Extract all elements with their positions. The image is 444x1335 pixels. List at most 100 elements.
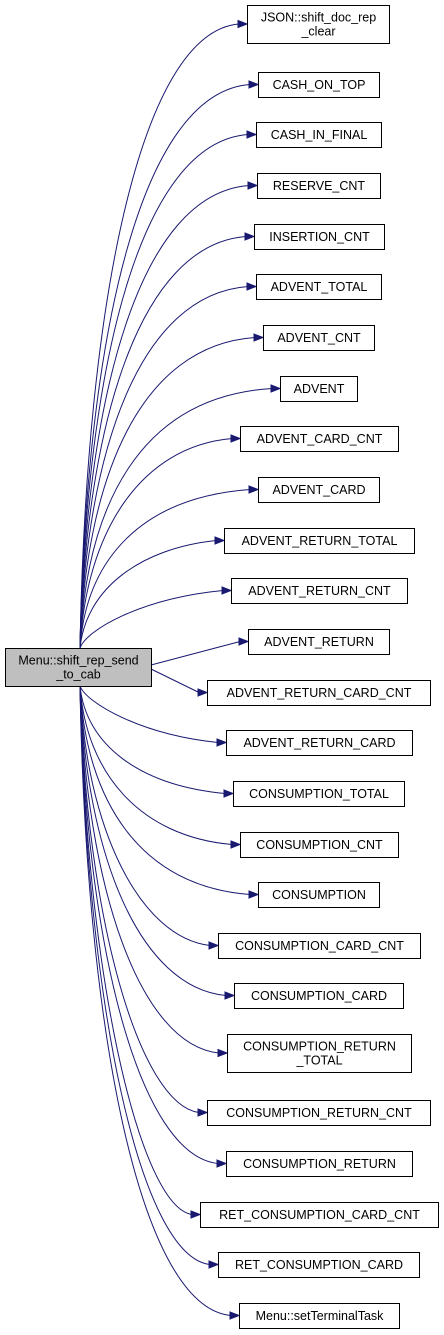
node-json-shift-doc-rep-clear-label: _clear — [300, 25, 335, 39]
edge-to-consumption-return — [79, 685, 219, 1164]
edge-to-consumption-cnt — [79, 685, 233, 845]
node-json-shift-doc-rep-clear-label: JSON::shift_doc_rep — [261, 11, 376, 25]
node-consumption-total[interactable]: CONSUMPTION_TOTAL — [233, 781, 405, 807]
node-cash-in-final[interactable]: CASH_IN_FINAL — [256, 122, 382, 148]
arrowhead-advent-return-total — [214, 536, 226, 545]
arrowhead-advent-total — [246, 282, 258, 291]
node-advent-card-box — [258, 477, 380, 503]
node-cash-on-top-label: CASH_ON_TOP — [273, 78, 366, 92]
node-advent-card-cnt-box — [240, 426, 399, 452]
node-advent-return-card-cnt[interactable]: ADVENT_RETURN_CARD_CNT — [207, 680, 431, 706]
nodes-group: Menu::shift_rep_send_to_cab JSON::shift_d… — [5, 5, 439, 1329]
node-consumption-return-box — [226, 1151, 413, 1177]
edge-to-advent-return-total — [79, 540, 217, 649]
node-menu-setterminaltask[interactable]: Menu::setTerminalTask — [239, 1303, 400, 1329]
node-menu-setterminaltask-label: Menu::setTerminalTask — [256, 1309, 385, 1323]
edge-to-advent-total — [79, 286, 249, 649]
node-advent-total-label: ADVENT_TOTAL — [271, 280, 368, 294]
arrowhead-consumption — [248, 890, 260, 899]
edge-to-advent-cnt — [79, 337, 256, 649]
node-ret-consumption-card[interactable]: RET_CONSUMPTION_CARD — [218, 1252, 420, 1278]
arrowhead-advent-return-card — [216, 738, 228, 747]
node-advent-return[interactable]: ADVENT_RETURN — [248, 629, 390, 655]
node-advent-return-card-box — [226, 730, 413, 756]
node-advent-return-label: ADVENT_RETURN — [264, 635, 374, 649]
node-json-shift-doc-rep-clear[interactable]: JSON::shift_doc_rep_clear — [247, 5, 390, 44]
node-consumption-total-box — [233, 781, 405, 807]
node-reserve-cnt[interactable]: RESERVE_CNT — [257, 173, 381, 199]
node-consumption-return-cnt[interactable]: CONSUMPTION_RETURN_CNT — [207, 1100, 431, 1126]
node-menu-setterminaltask-box — [239, 1303, 400, 1329]
node-menu-shift-rep-send-to-cab-label: _to_cab — [55, 668, 101, 682]
edge-to-ret-consumption-card-cnt — [79, 685, 193, 1215]
node-consumption-cnt-label: CONSUMPTION_CNT — [256, 838, 383, 852]
edge-to-consumption-card-cnt — [79, 685, 211, 946]
arrowhead-cash-on-top — [248, 80, 260, 89]
node-ret-consumption-card-cnt[interactable]: RET_CONSUMPTION_CARD_CNT — [200, 1202, 439, 1228]
node-consumption-card-cnt-box — [218, 933, 421, 959]
edge-to-advent-card — [79, 489, 251, 649]
node-advent-card-label: ADVENT_CARD — [272, 483, 365, 497]
node-consumption-return[interactable]: CONSUMPTION_RETURN — [226, 1151, 413, 1177]
node-advent-return-cnt-box — [231, 578, 408, 604]
node-consumption[interactable]: CONSUMPTION — [258, 882, 380, 908]
node-advent-cnt[interactable]: ADVENT_CNT — [263, 325, 375, 351]
node-consumption-cnt[interactable]: CONSUMPTION_CNT — [240, 832, 399, 858]
edge-to-consumption-card — [79, 685, 227, 996]
node-menu-shift-rep-send-to-cab-box — [5, 648, 152, 687]
node-cash-on-top-box — [258, 72, 380, 98]
arrowhead-consumption-return-cnt — [197, 1108, 209, 1117]
edge-to-advent-return-cnt — [79, 590, 224, 649]
node-advent-return-box — [248, 629, 390, 655]
arrowhead-advent-return — [238, 637, 250, 646]
edge-to-advent-card-cnt — [79, 438, 233, 649]
edge-to-json-shift-doc-rep-clear — [79, 23, 240, 649]
node-advent-return-total-box — [224, 528, 415, 554]
edge-to-ret-consumption-card — [79, 685, 211, 1265]
node-cash-in-final-box — [256, 122, 382, 148]
node-ret-consumption-card-label: RET_CONSUMPTION_CARD — [235, 1258, 403, 1272]
node-insertion-cnt-box — [254, 224, 385, 250]
edges-group — [79, 19, 282, 1320]
node-advent-return-card-cnt-box — [207, 680, 431, 706]
edge-to-consumption-return-cnt — [79, 685, 200, 1113]
node-menu-shift-rep-send-to-cab[interactable]: Menu::shift_rep_send_to_cab — [5, 648, 152, 687]
node-consumption-return-total-box — [227, 1034, 412, 1073]
node-insertion-cnt[interactable]: INSERTION_CNT — [254, 224, 385, 250]
edge-to-advent-return-card — [79, 685, 219, 743]
edge-to-consumption-total — [79, 685, 226, 794]
node-cash-on-top[interactable]: CASH_ON_TOP — [258, 72, 380, 98]
node-consumption-card[interactable]: CONSUMPTION_CARD — [234, 983, 404, 1009]
node-consumption-card-cnt[interactable]: CONSUMPTION_CARD_CNT — [218, 933, 421, 959]
arrowhead-cash-in-final — [246, 130, 258, 139]
arrowhead-insertion-cnt — [244, 232, 256, 241]
arrowhead-advent-return-cnt — [221, 586, 233, 595]
arrowhead-consumption-total — [223, 789, 235, 798]
node-advent-total[interactable]: ADVENT_TOTAL — [256, 274, 382, 300]
node-advent-return-card-label: ADVENT_RETURN_CARD — [243, 736, 395, 750]
node-advent-return-cnt[interactable]: ADVENT_RETURN_CNT — [231, 578, 408, 604]
node-advent-return-card[interactable]: ADVENT_RETURN_CARD — [226, 730, 413, 756]
node-advent-return-total-label: ADVENT_RETURN_TOTAL — [242, 534, 398, 548]
node-advent-card[interactable]: ADVENT_CARD — [258, 477, 380, 503]
arrowhead-advent-return-card-cnt — [197, 688, 209, 697]
node-consumption-return-cnt-label: CONSUMPTION_RETURN_CNT — [226, 1106, 412, 1120]
node-reserve-cnt-label: RESERVE_CNT — [273, 179, 366, 193]
node-advent[interactable]: ADVENT — [280, 376, 358, 402]
arrowhead-json-shift-doc-rep-clear — [237, 19, 249, 29]
edge-to-advent — [79, 388, 273, 649]
arrowhead-consumption-card — [224, 991, 236, 1000]
node-consumption-card-label: CONSUMPTION_CARD — [251, 989, 387, 1003]
arrowhead-advent-cnt — [253, 333, 265, 342]
arrowhead-consumption-card-cnt — [208, 941, 220, 950]
node-consumption-return-total[interactable]: CONSUMPTION_RETURN_TOTAL — [227, 1034, 412, 1073]
node-reserve-cnt-box — [257, 173, 381, 199]
node-advent-total-box — [256, 274, 382, 300]
arrowhead-advent — [270, 384, 282, 393]
node-advent-card-cnt[interactable]: ADVENT_CARD_CNT — [240, 426, 399, 452]
node-advent-card-cnt-label: ADVENT_CARD_CNT — [257, 432, 383, 446]
node-advent-return-total[interactable]: ADVENT_RETURN_TOTAL — [224, 528, 415, 554]
node-advent-label: ADVENT — [294, 382, 345, 396]
edge-to-consumption-return-total — [79, 685, 220, 1054]
edge-to-menu-setterminaltask — [79, 685, 232, 1316]
